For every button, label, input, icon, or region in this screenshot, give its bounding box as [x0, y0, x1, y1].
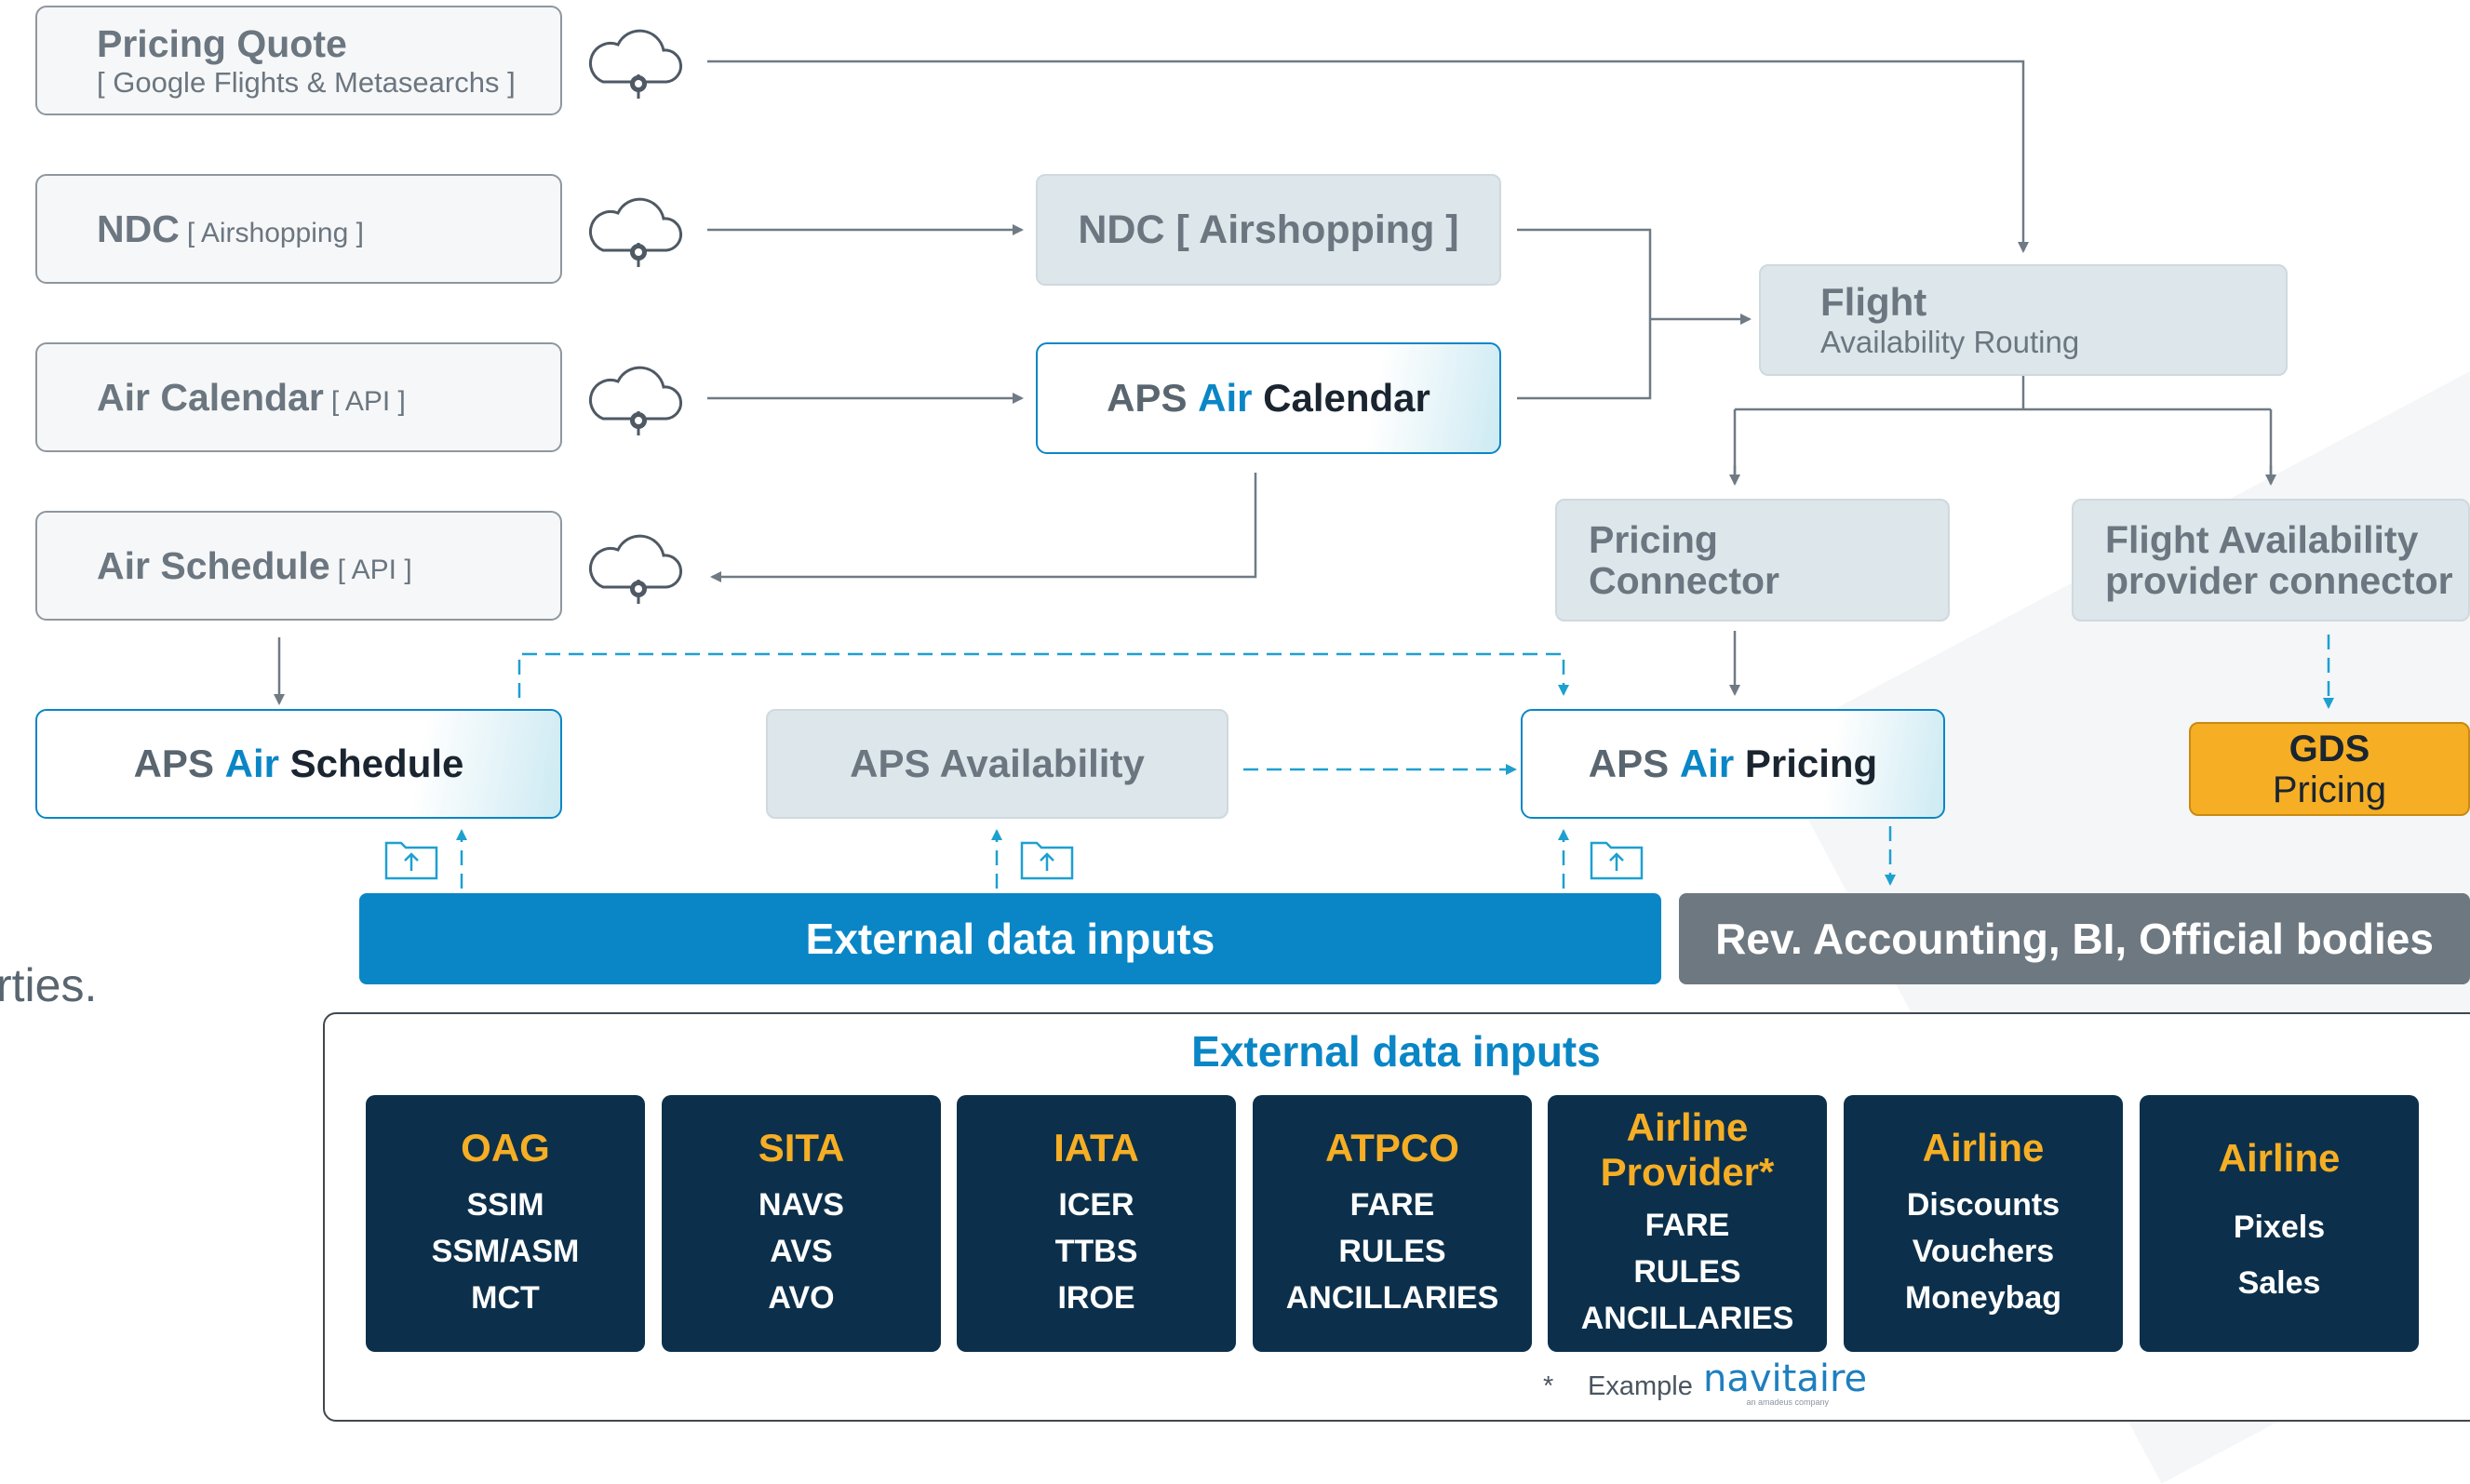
source-ndc: NDC[ Airshopping ]	[35, 174, 562, 284]
footnote-star: *	[1543, 1371, 1554, 1401]
provider-connector-line-2: provider connector	[2105, 559, 2453, 602]
card-header: IATA	[1054, 1126, 1139, 1170]
flight-title: Flight	[1820, 280, 1927, 324]
schedule-word: Schedule	[289, 742, 464, 785]
card-item: ICER	[1058, 1187, 1134, 1223]
card-airline-pixels: Airline Pixels Sales	[2140, 1095, 2419, 1352]
card-iata: IATA ICER TTBS IROE	[957, 1095, 1236, 1352]
aps-prefix: APS	[1107, 376, 1188, 420]
card-header: ATPCO	[1325, 1126, 1459, 1170]
pricing-connector-line-1: Pricing	[1589, 518, 1718, 561]
cloud-connection-icon	[588, 534, 682, 604]
node-aps-air-schedule: APS Air Schedule	[35, 709, 562, 819]
card-header: Airline	[2218, 1136, 2341, 1180]
node-aps-availability: APS Availability	[766, 709, 1228, 819]
footnote-example: Example	[1588, 1371, 1693, 1401]
card-item: RULES	[1338, 1234, 1446, 1269]
panel-title: External data inputs	[1191, 1027, 1601, 1076]
air-word: Air	[1198, 376, 1253, 420]
cloud-connection-icon	[588, 366, 682, 435]
bar-external-data-inputs: External data inputs	[359, 893, 1661, 984]
card-oag: OAG SSIM SSM/ASM MCT	[366, 1095, 645, 1352]
line-flight-split	[1733, 372, 2273, 484]
node-ndc-airshopping: NDC [ Airshopping ]	[1036, 174, 1501, 286]
source-pricing-quote-title: Pricing Quote	[97, 21, 347, 65]
card-header: SITA	[758, 1126, 845, 1170]
card-item: RULES	[1633, 1254, 1741, 1290]
aps-prefix: APS	[133, 742, 214, 785]
card-header: Airline Provider*	[1601, 1105, 1775, 1195]
node-flight-availability-provider-connector: Flight Availability provider connector	[2072, 499, 2470, 622]
source-air-schedule-title: Air Schedule	[97, 543, 330, 587]
source-air-calendar-sub: [ API ]	[330, 385, 406, 417]
source-air-calendar-title: Air Calendar	[97, 375, 324, 419]
calendar-word: Calendar	[1263, 376, 1430, 420]
source-pricing-quote-sub: [ Google Flights & Metasearchs ]	[97, 65, 516, 99]
card-item: IROE	[1057, 1280, 1135, 1316]
card-item: Vouchers	[1912, 1234, 2055, 1269]
card-header-line: Airline	[1626, 1105, 1749, 1149]
card-header-line: Provider*	[1600, 1150, 1775, 1194]
air-word: Air	[224, 742, 279, 785]
source-air-calendar: Air Calendar[ API ]	[35, 342, 562, 452]
node-pricing-connector: Pricing Connector	[1555, 499, 1950, 622]
line-ndc-node-to-merge	[1517, 228, 1652, 400]
navitaire-logo-sub: an amadeus company	[1746, 1397, 1829, 1407]
cloud-connection-icon	[588, 197, 682, 267]
source-ndc-sub: [ Airshopping ]	[186, 217, 364, 248]
card-item: FARE	[1644, 1208, 1730, 1243]
line-pricing-quote-to-flight	[707, 60, 2029, 253]
cloud-connection-icon	[588, 29, 682, 99]
node-flight-availability-routing: Flight Availability Routing	[1759, 264, 2288, 376]
card-header: OAG	[461, 1126, 550, 1170]
node-gds-pricing: GDS Pricing	[2189, 722, 2470, 816]
provider-connector-line-1: Flight Availability	[2105, 518, 2419, 561]
folder-upload-icon	[1590, 841, 1644, 880]
side-text-fragment: rties.	[0, 959, 98, 1011]
air-word: Air	[1679, 742, 1735, 785]
aps-prefix: APS	[1588, 742, 1670, 785]
navitaire-logo-text: navitaire	[1703, 1357, 1868, 1400]
gds-pricing-label: Pricing	[2272, 769, 2387, 810]
line-aps-calendar-to-schedule-cloud	[710, 473, 1257, 582]
flight-sub: Availability Routing	[1820, 325, 2080, 359]
card-header: Airline	[1922, 1126, 2045, 1170]
card-item: AVO	[768, 1280, 835, 1316]
card-item: Pixels	[2233, 1210, 2326, 1245]
node-aps-air-calendar: APS Air Calendar	[1036, 342, 1501, 454]
pricing-word: Pricing	[1744, 742, 1878, 785]
card-item: SSM/ASM	[431, 1234, 580, 1269]
navitaire-logo: navitaire an amadeus company	[1703, 1357, 1868, 1407]
source-air-schedule: Air Schedule[ API ]	[35, 511, 562, 621]
card-item: TTBS	[1054, 1234, 1138, 1269]
card-item: Sales	[2237, 1265, 2321, 1301]
card-item: FARE	[1349, 1187, 1435, 1223]
folder-upload-icon	[1020, 841, 1074, 880]
card-airline-provider: Airline Provider* FARE RULES ANCILLARIES	[1548, 1095, 1827, 1352]
node-aps-air-pricing: APS Air Pricing	[1521, 709, 1945, 819]
card-item: Discounts	[1906, 1187, 2061, 1223]
card-airline-discounts: Airline Discounts Vouchers Moneybag	[1844, 1095, 2123, 1352]
card-item: MCT	[471, 1280, 540, 1316]
card-item: AVS	[770, 1234, 833, 1269]
card-item: NAVS	[758, 1187, 844, 1223]
pricing-connector-line-2: Connector	[1589, 559, 1779, 602]
gds-label: GDS	[2289, 728, 2370, 769]
card-item: ANCILLARIES	[1580, 1301, 1794, 1336]
folder-upload-icon	[384, 841, 438, 880]
card-item: Moneybag	[1904, 1280, 2062, 1316]
dashed-schedule-to-pricing	[517, 652, 1569, 698]
card-atpco: ATPCO FARE RULES ANCILLARIES	[1253, 1095, 1532, 1352]
source-air-schedule-sub: [ API ]	[337, 554, 412, 585]
card-sita: SITA NAVS AVS AVO	[662, 1095, 941, 1352]
card-item: SSIM	[466, 1187, 544, 1223]
bar-rev-accounting: Rev. Accounting, BI, Official bodies	[1679, 893, 2470, 984]
card-item: ANCILLARIES	[1285, 1280, 1499, 1316]
connector-lines	[274, 60, 2334, 889]
source-ndc-title: NDC	[97, 207, 180, 250]
source-pricing-quote: Pricing Quote [ Google Flights & Metasea…	[35, 6, 562, 115]
